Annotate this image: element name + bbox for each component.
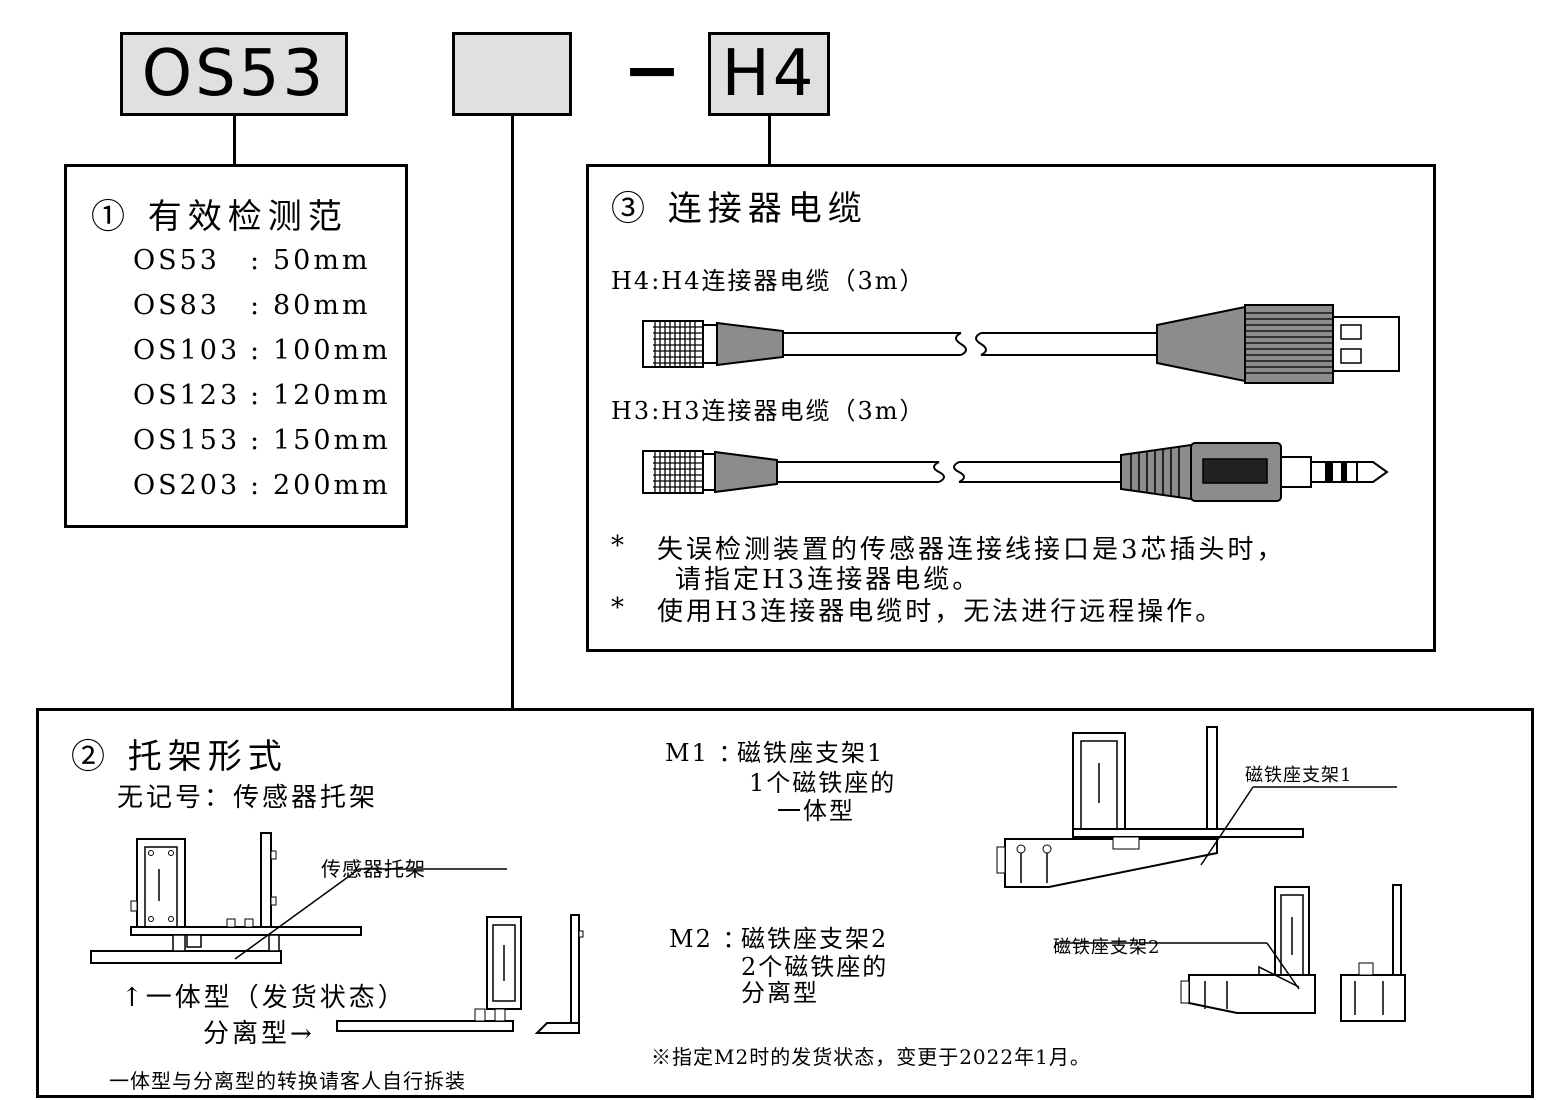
connector-line-cable (768, 116, 771, 166)
range-model: OS123 (133, 380, 241, 411)
range-model: OS83 (133, 290, 220, 321)
m2-callout: 磁铁座支架2 (1053, 937, 1161, 958)
note1-mark: * (611, 531, 627, 561)
cable-title: ③ 连接器电缆 (611, 189, 868, 229)
range-sep: : (249, 245, 263, 276)
note2-mark: * (611, 593, 627, 623)
m2-line3: 分离型 (741, 979, 819, 1007)
m2-note: ※指定M2时的发货状态，变更于2022年1月。 (651, 1045, 1091, 1069)
range-row: OS83:80mm (133, 290, 371, 321)
range-model: OS103 (133, 335, 241, 366)
range-sep: : (249, 290, 263, 321)
separated-label: 分离型→ (203, 1019, 315, 1049)
range-sep: : (249, 470, 263, 501)
m2-bracket-illustration (1055, 884, 1406, 1022)
m1-code: M1 ： (665, 739, 745, 767)
m1-bracket-illustration (996, 726, 1397, 888)
m1-line2: 1个磁铁座的 (749, 769, 897, 797)
code-box-bracket (452, 32, 572, 116)
range-model: OS203 (133, 470, 241, 501)
h3-cable-label: H3:H3连接器电缆（3m） (611, 397, 926, 425)
range-title: ① 有效检测范 (91, 197, 348, 237)
range-sep: : (249, 335, 263, 366)
range-value: 120mm (273, 380, 391, 411)
connector-line-model (233, 116, 236, 166)
m1-line1: 磁铁座支架1 (737, 739, 885, 767)
range-model: OS53 (133, 245, 220, 276)
range-model: OS153 (133, 425, 241, 456)
m1-callout: 磁铁座支架1 (1245, 765, 1353, 786)
range-row: OS103:100mm (133, 335, 391, 366)
cable-panel: ③ 连接器电缆 H4:H4连接器电缆（3m） (586, 164, 1436, 652)
code-dash-text: − (622, 29, 682, 111)
h4-cable-label: H4:H4连接器电缆（3m） (611, 267, 926, 295)
sensor-bracket-callout: 传感器托架 (321, 857, 426, 881)
m2-code: M2 ： (669, 925, 749, 953)
m1-line3: 一体型 (777, 797, 855, 825)
sensor-bracket-integrated-illustration (90, 832, 507, 964)
note2-text: 使用H3连接器电缆时，无法进行远程操作。 (657, 597, 1225, 627)
range-value: 100mm (273, 335, 391, 366)
note1-line2: 请指定H3连接器电缆。 (675, 565, 982, 595)
note1-line1: 失误检测装置的传感器连接线接口是3芯插头时， (657, 535, 1286, 565)
code-box-cable: H4 (708, 32, 830, 116)
bracket-none-label: 无记号：传感器托架 (117, 783, 379, 813)
range-sep: : (249, 425, 263, 456)
connector-line-bracket (511, 116, 514, 710)
code-box-model-text: OS53 (141, 37, 327, 111)
m2-line2: 2个磁铁座的 (741, 953, 889, 981)
convert-note: 一体型与分离型的转换请客人自行拆装 (109, 1069, 466, 1093)
integrated-label: ↑一体型（发货状态） (121, 983, 407, 1013)
range-panel: ① 有效检测范 OS53:50mm OS83:80mm OS103:100mm … (64, 164, 408, 528)
range-row: OS123:120mm (133, 380, 391, 411)
h4-cable-illustration (642, 304, 1400, 384)
code-dash: − (622, 28, 682, 112)
range-value: 50mm (273, 245, 371, 276)
code-box-cable-text: H4 (721, 37, 817, 111)
range-sep: : (249, 380, 263, 411)
bracket-title: ② 托架形式 (71, 737, 288, 777)
code-box-model: OS53 (120, 32, 348, 116)
bracket-panel: ② 托架形式 无记号：传感器托架 传感器托架 ↑一体型（发货状态） 分离型→ (36, 708, 1534, 1098)
sensor-bracket-separated-illustration (336, 914, 584, 1034)
range-row: OS53:50mm (133, 245, 371, 276)
h3-cable-illustration (642, 442, 1389, 502)
range-value: 150mm (273, 425, 391, 456)
m2-line1: 磁铁座支架2 (741, 925, 889, 953)
range-row: OS203:200mm (133, 470, 391, 501)
range-row: OS153:150mm (133, 425, 391, 456)
range-value: 80mm (273, 290, 371, 321)
range-value: 200mm (273, 470, 391, 501)
